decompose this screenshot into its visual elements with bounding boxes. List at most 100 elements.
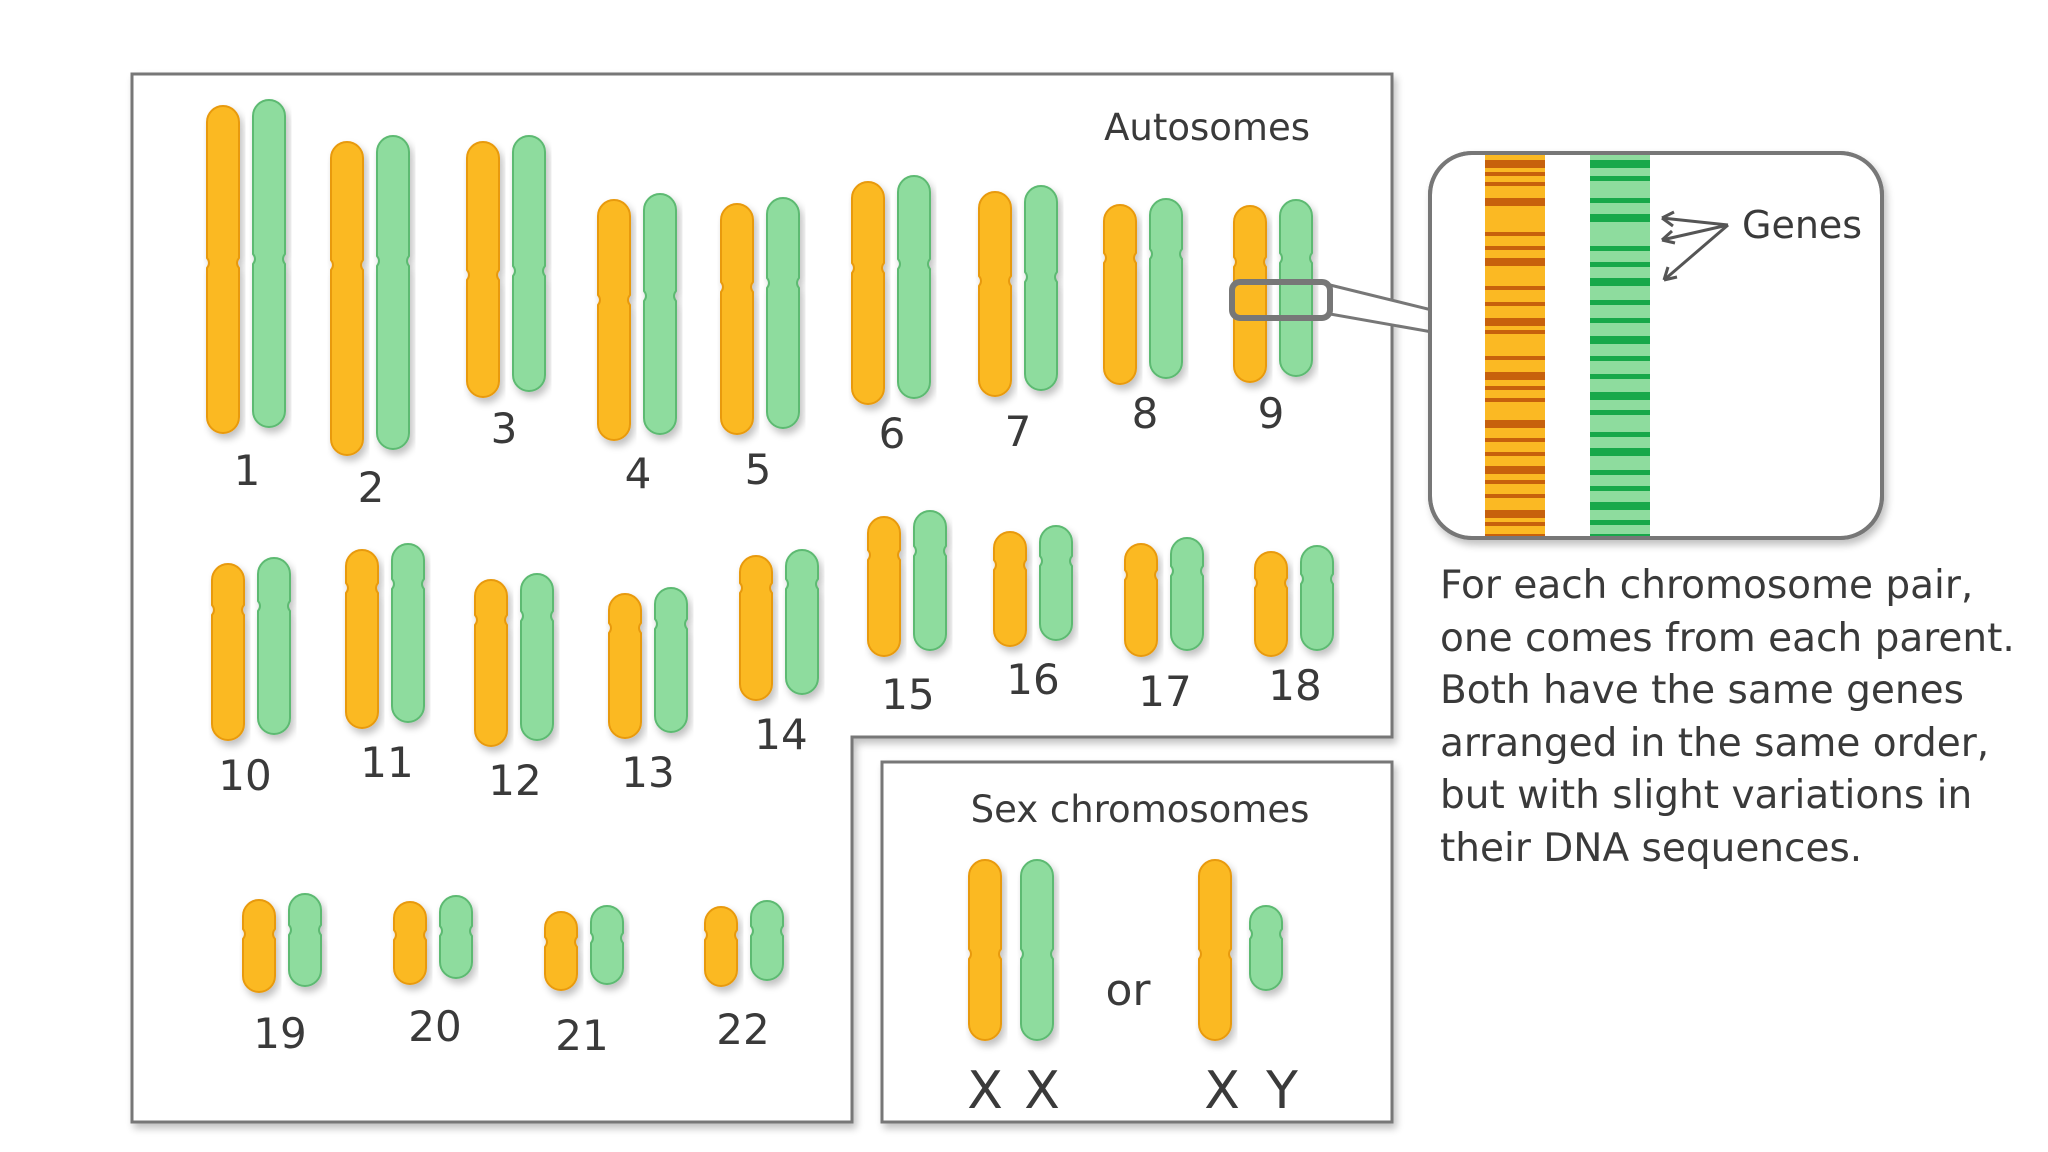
paternal-gene-band [1590, 410, 1650, 415]
maternal-gene-band [1485, 420, 1545, 428]
chromosome-pair-3 [466, 134, 546, 398]
maternal-chromosome-15 [867, 515, 901, 657]
chromosome-pair-20 [393, 894, 473, 985]
paternal-gene-band [1590, 176, 1650, 181]
paternal-chromosome-14 [785, 548, 819, 695]
maternal-chromosome-16 [993, 530, 1027, 647]
pair-label-11: 11 [360, 738, 413, 787]
chromosome-pair-9 [1233, 198, 1313, 383]
maternal-gene-band [1485, 438, 1545, 442]
pair-label-13: 13 [621, 748, 674, 797]
maternal-gene-band [1485, 318, 1545, 326]
pair-label-5: 5 [745, 445, 772, 494]
paternal-gene-band [1590, 520, 1650, 525]
paternal-gene-band [1590, 246, 1650, 251]
pair-label-15: 15 [881, 670, 934, 719]
maternal-chromosome-6 [851, 180, 885, 405]
paternal-gene-band [1590, 198, 1650, 203]
maternal-chromosome-21 [544, 910, 578, 991]
paternal-chromosome-20 [439, 894, 473, 979]
paternal-chromosome-17 [1170, 536, 1204, 651]
maternal-chromosome-5 [720, 202, 754, 435]
maternal-gene-band [1485, 160, 1545, 168]
paternal-gene-band [1590, 356, 1650, 361]
maternal-chromosome-19 [242, 898, 276, 993]
maternal-chromosome-11 [345, 548, 379, 729]
maternal-gene-band [1485, 302, 1545, 306]
maternal-gene-band [1485, 372, 1545, 380]
paternal-gene-band [1590, 374, 1650, 379]
maternal-chromosome-13 [608, 592, 642, 739]
paternal-gene-band [1590, 470, 1650, 475]
chromosome-pair-22 [704, 899, 784, 987]
female-label-x1: X [967, 1061, 1003, 1121]
chromosome-pair-1 [206, 98, 286, 434]
maternal-chromosome-12 [474, 578, 508, 747]
chromosome-pair-12 [474, 572, 554, 747]
explanation-caption: For each chromosome pair, one comes from… [1440, 563, 2015, 871]
maternal-chromosome-14 [739, 554, 773, 701]
maternal-chromosome-9 [1233, 204, 1267, 383]
or-label: or [1105, 965, 1151, 1016]
pair-label-16: 16 [1006, 655, 1059, 704]
pair-label-4: 4 [625, 449, 652, 498]
maternal-gene-band [1485, 182, 1545, 186]
maternal-gene-band [1485, 356, 1545, 360]
paternal-chromosome-5 [766, 196, 800, 429]
maternal-gene-band [1485, 510, 1545, 518]
pair-label-3: 3 [491, 404, 518, 453]
paternal-chromosome-9 [1279, 198, 1313, 377]
maternal-chromosome-3 [466, 140, 500, 398]
paternal-chromosome-7 [1024, 184, 1058, 391]
gene-zoom-callout: Genes [1229, 151, 1884, 540]
genes-label: Genes [1742, 203, 1862, 247]
paternal-chromosome-6 [897, 174, 931, 399]
maternal-gene-band [1485, 452, 1545, 456]
maternal-chromosome-8 [1103, 203, 1137, 385]
maternal-gene-band [1485, 466, 1545, 474]
maternal-chromosome-20 [393, 900, 427, 985]
pair-label-20: 20 [408, 1002, 461, 1051]
maternal-gene-band [1485, 172, 1545, 176]
pair-label-7: 7 [1005, 407, 1032, 456]
paternal-chromosome-18 [1300, 544, 1334, 651]
paternal-chromosome-12 [520, 572, 554, 741]
paternal-gene-band [1590, 486, 1650, 491]
paternal-chromosome-8 [1149, 197, 1183, 379]
maternal-gene-band [1485, 232, 1545, 236]
pair-label-19: 19 [253, 1009, 306, 1058]
zoom-window [1229, 279, 1333, 321]
paternal-gene-band [1590, 502, 1650, 510]
chromosome-pair-8 [1103, 197, 1183, 385]
maternal-chromosome-1 [206, 104, 240, 434]
maternal-chromosome-17 [1124, 542, 1158, 657]
chromosome-pair-16 [993, 524, 1073, 647]
maternal-gene-band [1485, 480, 1545, 484]
autosomes-title: Autosomes [1104, 106, 1310, 149]
male-y-paternal [1249, 904, 1283, 991]
male-x-maternal [1198, 858, 1232, 1041]
paternal-gene-band [1590, 432, 1650, 437]
paternal-gene-band [1590, 318, 1650, 323]
chromosome-layer [206, 98, 1334, 1041]
paternal-chromosome-21 [590, 904, 624, 985]
maternal-gene-band [1485, 246, 1545, 250]
maternal-gene-band [1485, 386, 1545, 390]
chromosome-pair-17 [1124, 536, 1204, 657]
pair-label-9: 9 [1258, 389, 1285, 438]
female-x-maternal [968, 858, 1002, 1041]
pair-label-21: 21 [555, 1011, 608, 1060]
maternal-gene-band [1485, 330, 1545, 334]
maternal-gene-band [1485, 258, 1545, 266]
chromosome-pair-7 [978, 184, 1058, 397]
paternal-chromosome-3 [512, 134, 546, 392]
maternal-gene-band [1485, 286, 1545, 290]
gene-arrows [1660, 210, 1729, 282]
paternal-gene-band [1590, 214, 1650, 222]
chromosome-pair-10 [211, 556, 291, 741]
chromosome-pair-18 [1254, 544, 1334, 657]
chromosome-pair-2 [330, 134, 410, 456]
chromosome-pair-6 [851, 174, 931, 405]
